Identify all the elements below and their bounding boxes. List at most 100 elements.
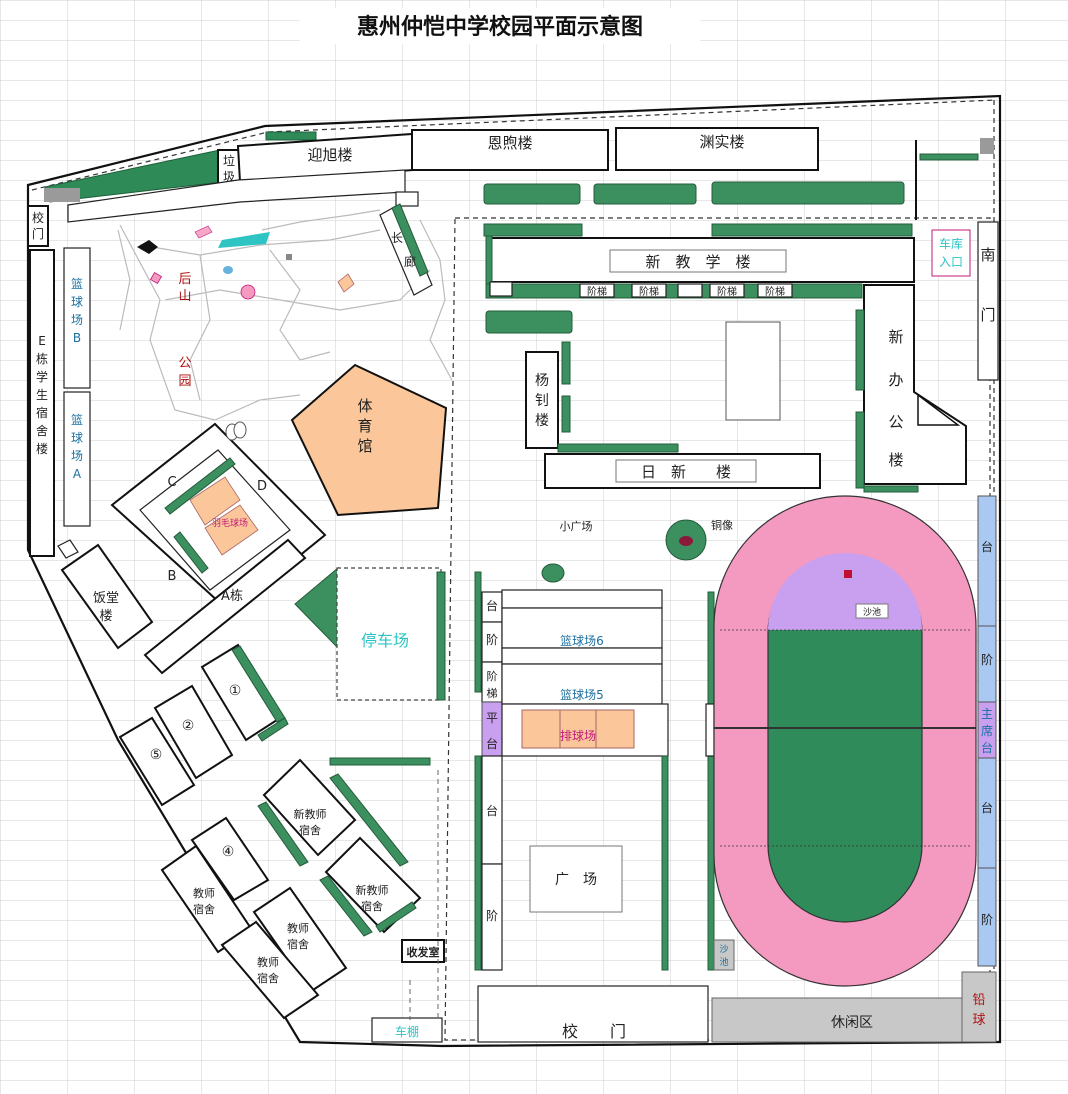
stairs-1-label: 阶梯 xyxy=(587,285,607,298)
teacher-dorm-3-label-2: 宿舍 xyxy=(257,971,279,985)
building-canteen xyxy=(60,543,154,650)
corridor-steps xyxy=(395,191,419,207)
stand-jie-2-label: 阶 xyxy=(486,909,498,923)
hedge-nt-1 xyxy=(483,223,583,237)
canteen-label-2: 楼 xyxy=(99,609,112,624)
gatehouse-label: 收发室 xyxy=(407,945,440,959)
hedge-e2 xyxy=(707,591,715,971)
stairs-3 xyxy=(709,283,745,298)
e-dorm-char-2: 学 xyxy=(36,369,48,384)
rixin-label: 日 新 楼 xyxy=(641,463,731,481)
hedge-of-1 xyxy=(855,309,865,391)
main-stand-char-2: 台 xyxy=(981,740,993,755)
stairs-3-label: 阶梯 xyxy=(717,285,737,298)
park-feature-4 xyxy=(337,273,355,293)
parking-lot xyxy=(336,567,442,701)
school-main-gate[interactable] xyxy=(477,985,709,1043)
gym-char-0: 体 xyxy=(357,397,372,415)
main-stand-char-0: 主 xyxy=(981,707,993,721)
dorm-4-label: ④ xyxy=(222,844,235,860)
west-gate[interactable] xyxy=(27,205,49,247)
teacher-dorm-3 xyxy=(220,920,320,1020)
small-tree xyxy=(541,563,565,583)
office-char-2: 公 xyxy=(888,413,903,431)
court-divider xyxy=(501,647,663,665)
hedge-1 xyxy=(483,183,581,205)
stairs-2 xyxy=(631,283,667,298)
houshan-label-2: 山 xyxy=(178,289,191,304)
bike-shed xyxy=(371,1017,443,1043)
new-teacher-hedge-5 xyxy=(329,757,431,766)
park-path-6 xyxy=(419,219,453,381)
hedge-of-3 xyxy=(863,485,919,493)
court-b-char-1: 球 xyxy=(71,295,83,309)
park-path-3 xyxy=(164,269,431,311)
court-6-label: 篮球场6 xyxy=(560,633,604,648)
stairs-1 xyxy=(579,283,615,298)
main-gate-label: 校 门 xyxy=(562,1022,626,1041)
dorm-b-label: B xyxy=(168,569,177,584)
building-yuanshi xyxy=(615,127,819,171)
shot-put-label-1: 铅 xyxy=(972,993,985,1008)
court-strip xyxy=(501,589,663,609)
basketball-court-a xyxy=(63,391,91,527)
north-gray-block xyxy=(44,188,80,202)
dorm-courtyard xyxy=(139,449,291,591)
court-5-label: 篮球场5 xyxy=(560,687,604,702)
dorm-1-label: ① xyxy=(229,683,242,699)
corridor-label-2: 廊 xyxy=(404,254,416,269)
volleyball-label: 排球场 xyxy=(560,729,596,743)
south-gate-char-0: 南 xyxy=(980,246,995,264)
stairs-4 xyxy=(757,283,793,298)
statue xyxy=(679,536,693,546)
building-gymnasium xyxy=(290,363,448,517)
nt-block xyxy=(489,281,513,297)
south-gate[interactable] xyxy=(977,221,999,381)
dorm-hedge-2 xyxy=(173,531,209,574)
dorm-hedge-1 xyxy=(164,457,236,515)
gym-char-1: 育 xyxy=(357,417,372,435)
building-dorm-a xyxy=(143,538,307,675)
new-teacher-hedge-1 xyxy=(329,773,409,867)
hedge-yz-1 xyxy=(561,341,571,385)
north-green-bar xyxy=(265,131,317,141)
new-teaching-label: 新 教 学 楼 xyxy=(645,253,750,271)
e-dorm-char-4: 宿 xyxy=(36,405,48,420)
office-char-0: 新 xyxy=(888,328,903,346)
sand-pit-field xyxy=(855,603,889,619)
east-stand-tai-1 xyxy=(977,495,997,627)
new-teacher-2-label-2: 宿舍 xyxy=(361,899,383,913)
garage-entrance[interactable] xyxy=(931,229,971,277)
small-plaza-label: 小广场 xyxy=(560,519,593,533)
park-feature-1 xyxy=(137,240,158,254)
hedge-yz-2 xyxy=(561,395,571,433)
dorm-a-label: A栋 xyxy=(221,588,243,604)
park-path-2 xyxy=(139,229,381,256)
e-dorm-char-5: 舍 xyxy=(36,423,48,438)
building-enxu xyxy=(411,129,609,171)
park-path-1 xyxy=(119,224,301,421)
yangzhao-char-1: 钊 xyxy=(535,393,549,409)
east-stand-tai-1-label: 台 xyxy=(981,539,993,554)
dorm-hedge-3 xyxy=(257,717,289,742)
dorm-2-label: ② xyxy=(182,718,195,734)
track-gate xyxy=(705,703,715,757)
garage-label-2: 入口 xyxy=(939,255,963,269)
corridor-hedge xyxy=(391,203,429,277)
sand-pit-west-label-1: 沙 xyxy=(719,944,728,955)
gatehouse xyxy=(401,939,445,963)
court-a-char-1: 球 xyxy=(71,431,83,445)
south-gate-char-1: 门 xyxy=(980,306,995,324)
office-char-1: 办 xyxy=(888,371,903,389)
hedge-rx xyxy=(557,443,679,453)
leisure-label: 休闲区 xyxy=(831,1015,873,1031)
houshan-label-1: 后 xyxy=(178,272,191,287)
new-teacher-2-label-1: 新教师 xyxy=(356,883,389,897)
park-label-1: 公 xyxy=(178,356,191,371)
stairs-west-label-1: 阶 xyxy=(487,669,498,683)
field-marker xyxy=(844,570,852,578)
stairs-2-label: 阶梯 xyxy=(639,285,659,298)
hedge-nt-4 xyxy=(485,283,863,299)
